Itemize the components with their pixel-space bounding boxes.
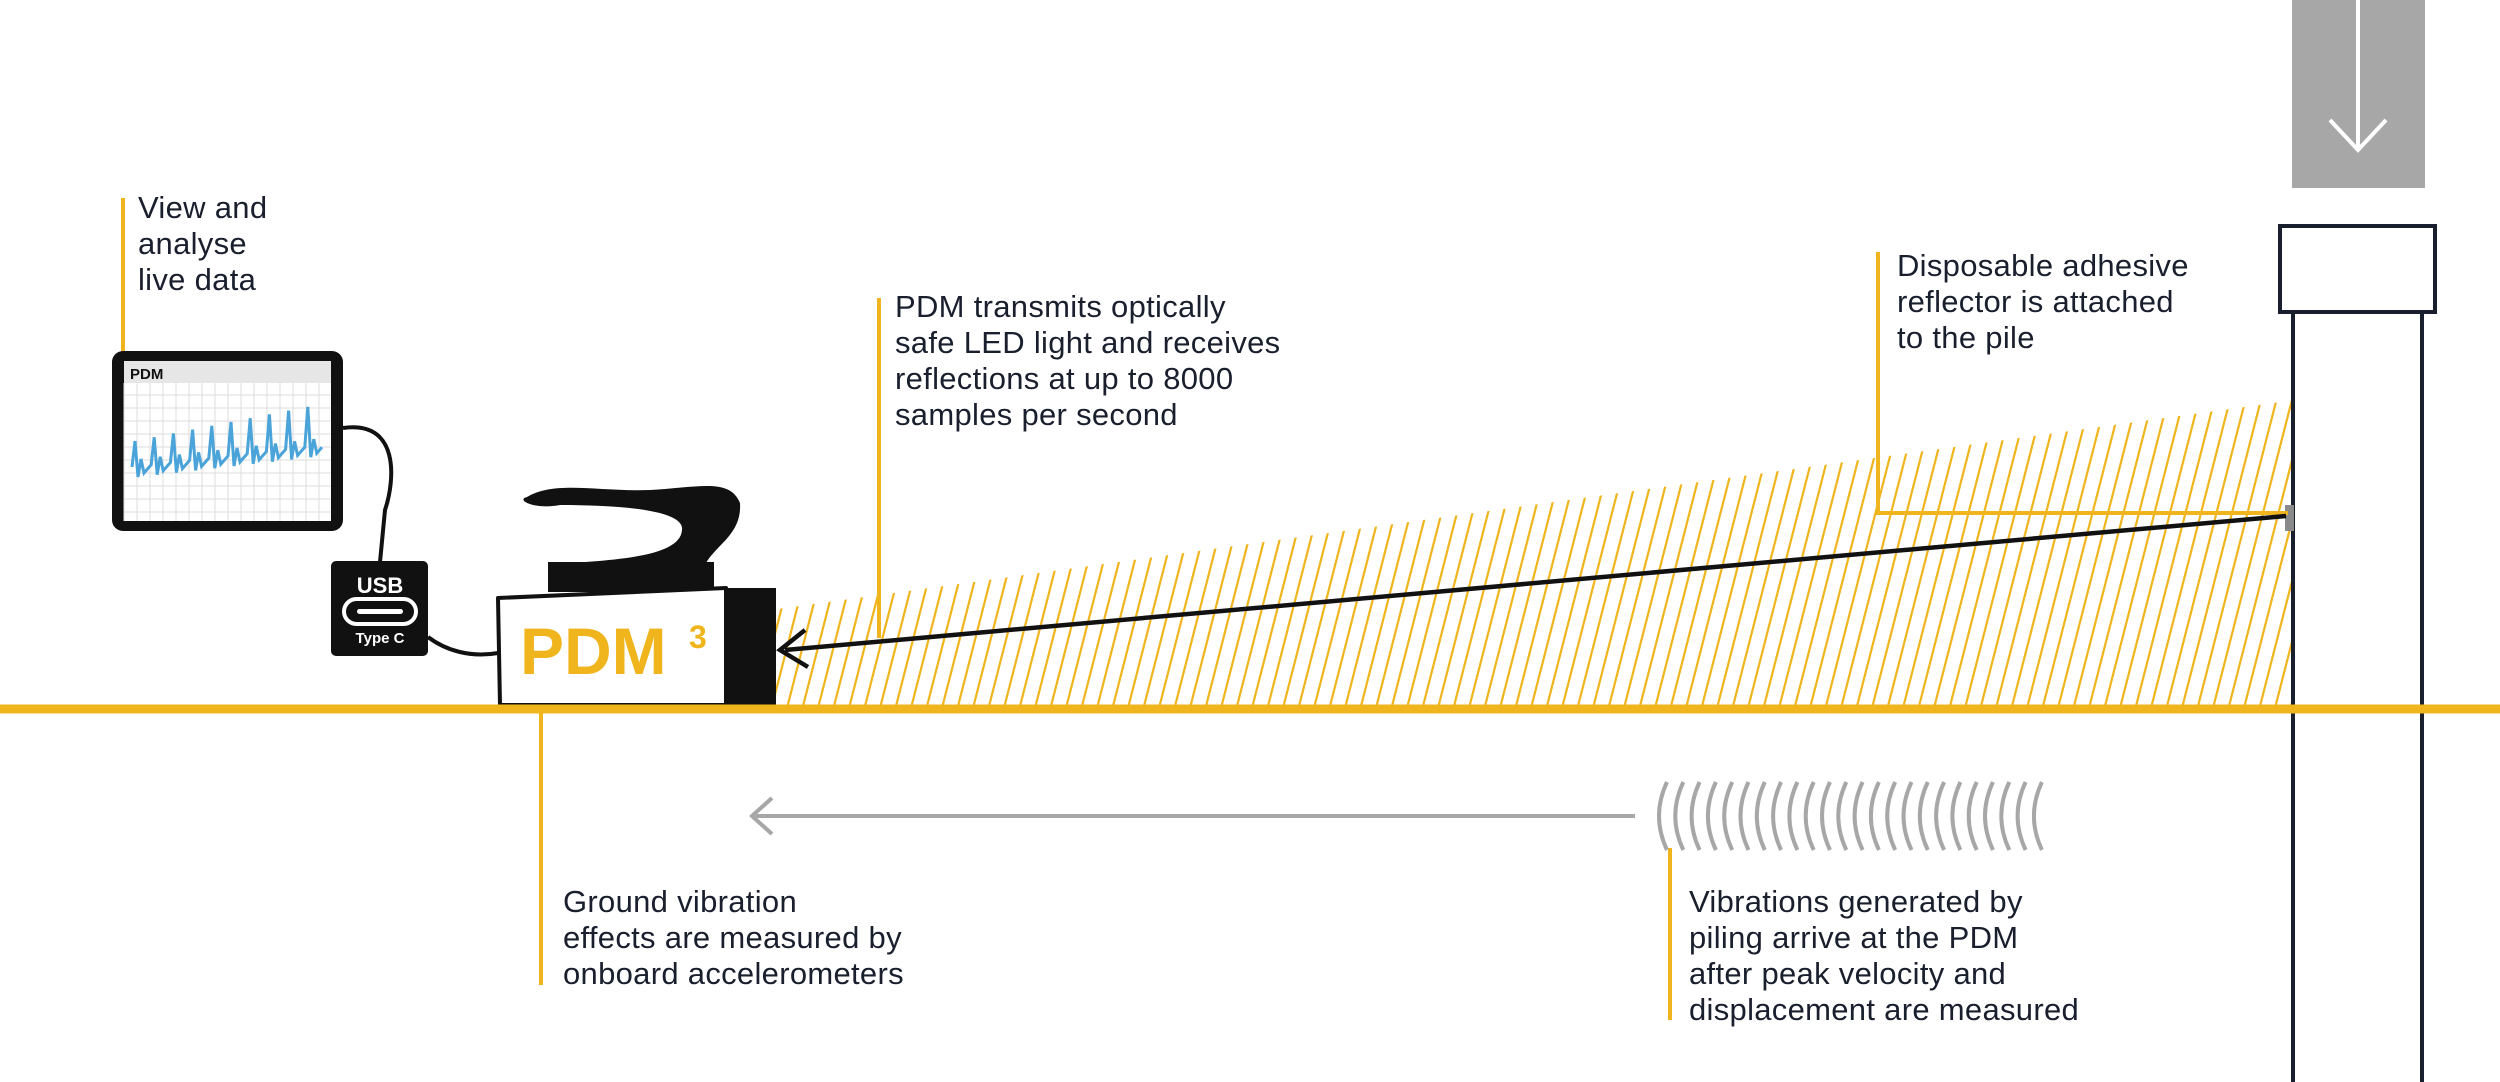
usb-label: USB	[357, 573, 403, 598]
arrow-down-icon	[2328, 0, 2388, 153]
reflector	[2285, 505, 2294, 531]
pile-cap	[2278, 224, 2437, 314]
usb-c-icon	[342, 597, 418, 626]
view-data-label: View and analyse live data	[138, 190, 268, 297]
vibration-waves	[1657, 781, 2044, 851]
signal-waveform	[130, 406, 324, 478]
tablet-grid	[123, 383, 331, 521]
tablet	[112, 351, 343, 531]
ground-vibration-label: Ground vibration effects are measured by…	[563, 884, 904, 991]
pdm-device-superscript: 3	[689, 619, 707, 655]
usb-cable	[426, 635, 499, 657]
reflector-label: Disposable adhesive reflector is attache…	[1897, 248, 2189, 355]
pdm-lens	[726, 588, 776, 705]
reflector-leader	[1876, 252, 2288, 515]
pdm-device	[496, 485, 776, 707]
light-beam-hatch	[770, 400, 2295, 705]
tablet-screen-title: PDM	[130, 366, 163, 383]
pdm-transmits-label: PDM transmits optically safe LED light a…	[895, 289, 1281, 432]
usb-type-label: Type C	[356, 630, 405, 647]
vibrations-label: Vibrations generated by piling arrive at…	[1689, 884, 2080, 1027]
pdm-device-name: PDM	[520, 614, 667, 688]
usb-c-adapter	[331, 561, 428, 656]
pdm-handle	[523, 485, 741, 587]
vibration-direction-arrow	[749, 796, 1635, 836]
tablet-cable	[342, 425, 394, 563]
measurement-beam-arrow	[776, 513, 2287, 669]
